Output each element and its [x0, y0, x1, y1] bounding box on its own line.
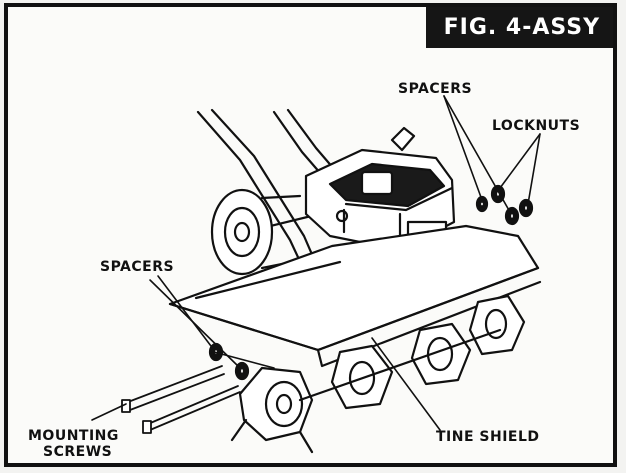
tine-shield-body	[168, 224, 542, 368]
mounting-screws	[121, 365, 241, 434]
figure-tag: FIG. 4-ASSY	[425, 7, 613, 48]
spacers-top-label: SPACERS	[398, 81, 473, 97]
locknuts-label: LOCKNUTS	[492, 118, 581, 134]
tines	[230, 294, 526, 454]
left-spacers	[208, 342, 250, 381]
mounting-screws-label-line2: SCREWS	[43, 444, 113, 460]
spacers-left-label: SPACERS	[100, 259, 175, 275]
mounting-screws-label-line1: MOUNTING	[28, 428, 119, 444]
leader-lines	[91, 95, 541, 431]
right-hardware	[475, 184, 534, 226]
engine	[304, 126, 456, 290]
tine-shield-label: TINE SHIELD	[436, 429, 540, 445]
